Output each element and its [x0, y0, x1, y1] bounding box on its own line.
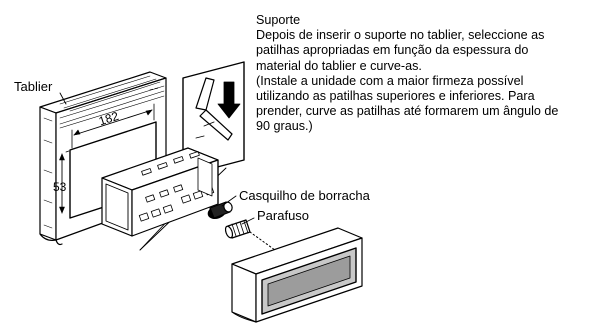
description-line: utilizando as patilhas superiores e infe…	[256, 89, 535, 104]
mounting-sleeve	[101, 147, 219, 237]
rubber-bush	[207, 201, 233, 220]
screw	[224, 219, 251, 239]
tablier-leader-line	[59, 92, 67, 105]
dashboard-label: Tablier	[14, 79, 53, 94]
height-dimension-label: 53	[53, 180, 67, 194]
bush-leader-line	[221, 195, 237, 207]
description-title: Suporte	[256, 13, 301, 27]
description-line: 90 graus.)	[256, 119, 313, 134]
sleeve-description: Suporte Depois de inserir o suporte no t…	[256, 13, 608, 135]
rubber-bush-label: Casquilho de borracha	[239, 188, 370, 203]
description-line: (Instale a unidade com a maior firmeza p…	[256, 73, 524, 88]
description-line: Depois de inserir o suporte no tablier, …	[256, 28, 545, 43]
description-line: patilhas apropriadas em função da espess…	[256, 43, 529, 58]
screw-leader-line	[241, 217, 255, 225]
description-line: material do tablier e curve-as.	[256, 58, 422, 73]
description-line: prender, curve as patilhas até formarem …	[256, 104, 559, 119]
head-unit	[231, 227, 363, 323]
screw-label: Parafuso	[257, 208, 310, 223]
